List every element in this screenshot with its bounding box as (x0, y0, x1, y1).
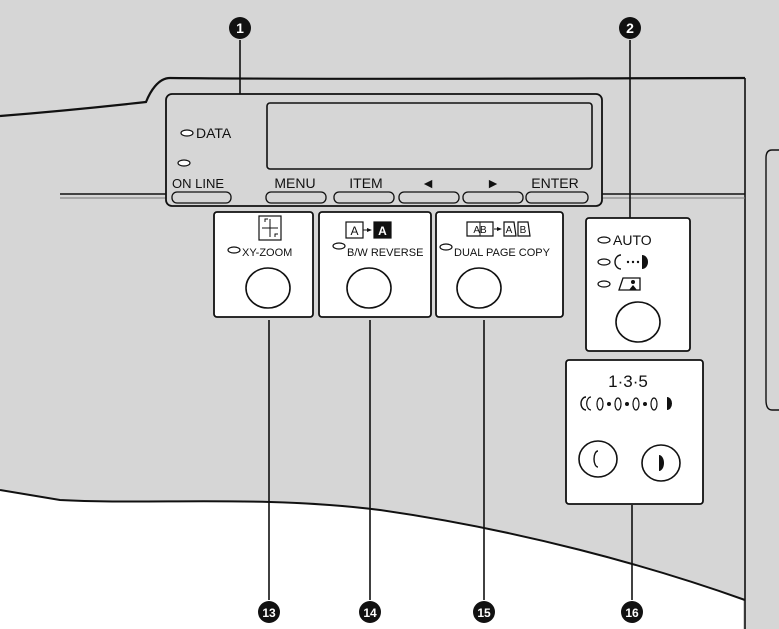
menu-button[interactable] (265, 191, 327, 204)
side-panel-outline (765, 149, 779, 411)
dual-page-copy-panel (435, 211, 564, 318)
lighter-icon (593, 450, 599, 468)
exposure-level-group: 1·3·5 (565, 359, 704, 505)
callout-15: 15 (473, 601, 495, 623)
auto-label: AUTO (613, 232, 652, 248)
bw-reverse-label: B/W REVERSE (347, 247, 423, 259)
online-label: ON LINE (172, 176, 224, 191)
photo-mode-indicator-icon (597, 280, 611, 288)
panel-edge-line (0, 76, 746, 118)
dual-page-copy-icon: AB A B (466, 221, 531, 237)
lcd-display (266, 102, 593, 170)
dual-page-copy-label: DUAL PAGE COPY (454, 247, 551, 259)
bw-reverse-icon-negative: A (378, 224, 387, 238)
data-indicator-icon (180, 129, 194, 137)
enter-label: ENTER (531, 175, 578, 191)
item-label: ITEM (349, 175, 382, 191)
callout-14-number: 14 (363, 606, 377, 620)
callout-2-number: 2 (626, 20, 634, 36)
text-mode-indicator-icon (597, 258, 611, 266)
lighter-button[interactable] (578, 440, 618, 478)
left-arrow-label: ◄ (421, 175, 435, 191)
panel-front-surface (0, 78, 745, 600)
xy-zoom-indicator-icon (227, 246, 241, 254)
exposure-mode-group: AUTO (585, 217, 691, 352)
text-mode-icon (614, 254, 648, 270)
menu-label: MENU (274, 175, 315, 191)
item-button[interactable] (333, 191, 395, 204)
dual-page-copy-button[interactable] (456, 267, 502, 309)
callout-13-number: 13 (262, 606, 276, 620)
xy-zoom-icon (258, 215, 282, 241)
online-indicator-icon (177, 159, 191, 167)
bw-reverse-button[interactable] (346, 267, 392, 309)
online-button[interactable] (171, 191, 232, 204)
exposure-scale-icon (580, 396, 673, 411)
dual-page-icon-book: AB (473, 225, 487, 236)
auto-indicator-icon (597, 236, 611, 244)
dual-page-icon-page1: A (506, 225, 513, 236)
dual-page-copy-group: AB A B DUAL PAGE COPY (435, 211, 564, 318)
bw-reverse-group: A A B/W REVERSE (318, 211, 432, 318)
callout-13: 13 (258, 601, 280, 623)
callout-16: 16 (621, 601, 643, 623)
exposure-mode-button[interactable] (615, 301, 661, 343)
callout-2: 2 (619, 17, 641, 39)
xy-zoom-button[interactable] (245, 267, 291, 309)
left-arrow-button[interactable] (398, 191, 460, 204)
bw-reverse-icon: A A (345, 221, 392, 239)
callout-1: 1 (229, 17, 251, 39)
bw-reverse-icon-positive: A (350, 224, 358, 238)
exposure-scale-label: 1·3·5 (608, 372, 648, 391)
panel-bottom-edge (0, 489, 746, 601)
display-panel-group: DATA ON LINE MENU ITEM ◄ ► ENTER (165, 93, 603, 207)
dual-page-icon-page2: B (520, 225, 527, 236)
photo-mode-icon (618, 277, 641, 291)
xy-zoom-group: XY-ZOOM (213, 211, 314, 318)
enter-button[interactable] (525, 191, 589, 204)
callout-14: 14 (359, 601, 381, 623)
callout-15-number: 15 (477, 606, 491, 620)
data-label: DATA (196, 125, 232, 141)
right-arrow-label: ► (486, 175, 500, 191)
callout-16-number: 16 (625, 606, 639, 620)
darker-icon (659, 455, 664, 471)
right-arrow-button[interactable] (462, 191, 524, 204)
bw-reverse-indicator-icon (332, 242, 346, 250)
xy-zoom-label: XY-ZOOM (242, 247, 292, 259)
callout-1-number: 1 (236, 20, 244, 36)
dual-page-copy-indicator-icon (439, 243, 453, 251)
